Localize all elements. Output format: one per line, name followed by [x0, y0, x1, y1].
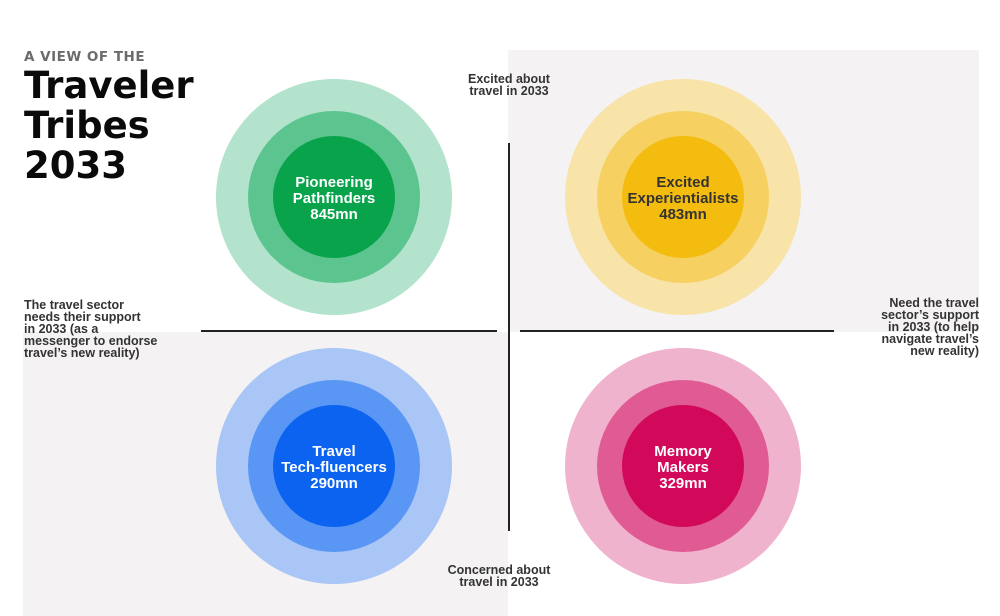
label-line: travel in 2033: [459, 575, 539, 589]
title-line: Tribes: [24, 104, 150, 147]
tribe-core: [273, 136, 395, 258]
horizontal-axis-right: [520, 330, 834, 332]
label-line: messenger to endorse: [24, 334, 158, 348]
title-line: 2033: [24, 144, 127, 187]
tribe-name-line: Excited: [656, 174, 710, 191]
label-line: Concerned about: [447, 563, 551, 577]
tribe-size: 483mn: [659, 206, 707, 223]
label-line: travel in 2033: [469, 84, 549, 98]
tribe-size: 845mn: [310, 206, 358, 223]
tribe-name-line: Tech-fluencers: [281, 459, 387, 476]
tribe-core: [622, 405, 744, 527]
tribe-size: 290mn: [310, 475, 358, 492]
kicker: A VIEW OF THE: [24, 49, 146, 65]
title-line: Traveler: [24, 64, 194, 107]
label-line: navigate travel’s: [881, 332, 979, 346]
label-line: sector’s support: [881, 308, 979, 322]
label-line: in 2033 (as a: [24, 322, 99, 336]
tribe-core: [622, 136, 744, 258]
horizontal-axis-left: [201, 330, 497, 332]
label-line: needs their support: [24, 310, 141, 324]
tribe-size: 329mn: [659, 475, 707, 492]
page-title: Traveler Tribes 2033: [24, 66, 224, 186]
label-line: new reality): [910, 344, 979, 358]
tribe-name-line: Experientialists: [627, 190, 739, 207]
label-line: Excited about: [468, 72, 550, 86]
label-line: travel’s new reality): [24, 346, 140, 360]
tribe-name-line: Pathfinders: [292, 190, 376, 207]
tribe-name-line: Memory: [654, 443, 712, 460]
tribe-name-line: Pioneering: [295, 174, 373, 191]
label-line: Need the travel: [889, 296, 979, 310]
tribe-core: [273, 405, 395, 527]
tribe-name-line: Makers: [657, 459, 709, 476]
tribe-name-line: Travel: [312, 443, 356, 460]
label-line: The travel sector: [24, 298, 125, 312]
label-line: in 2033 (to help: [888, 320, 979, 334]
vertical-axis: [508, 143, 510, 531]
